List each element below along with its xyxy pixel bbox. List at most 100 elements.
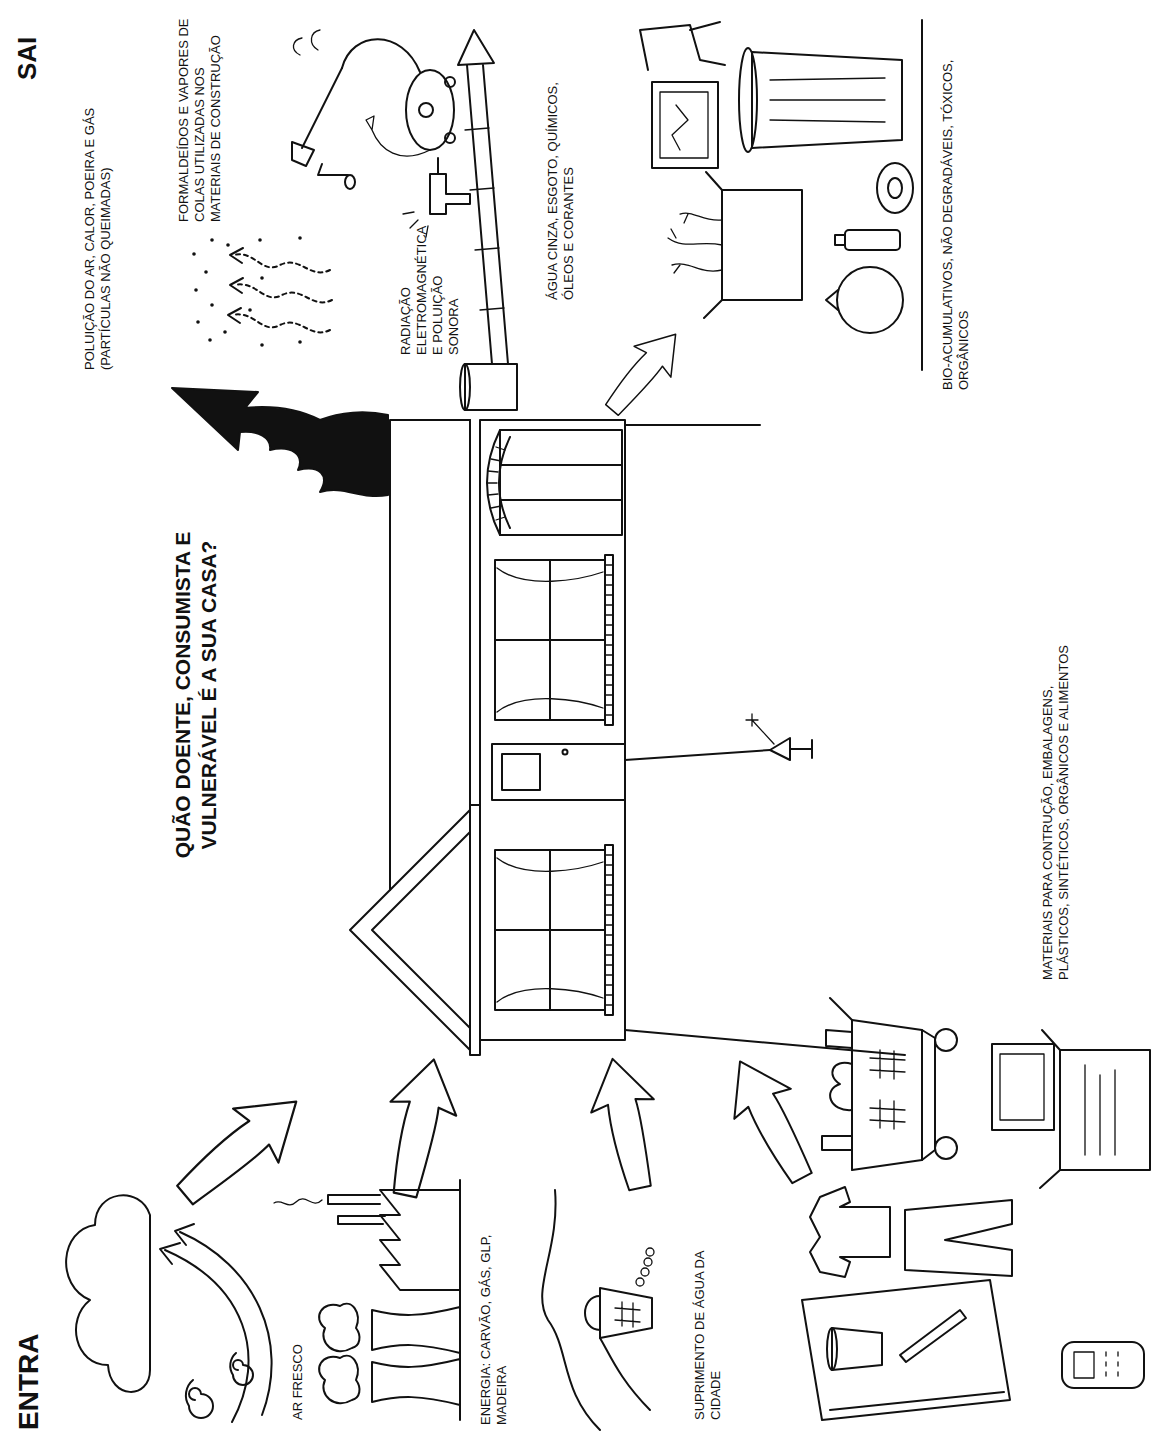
house bbox=[390, 420, 470, 890]
vapor-dots bbox=[194, 288, 198, 292]
output-label: FORMALDEÍDOS E VAPORES DE COLAS UTILIZAD… bbox=[176, 7, 224, 222]
household-appliances bbox=[419, 103, 433, 117]
household-appliances bbox=[342, 39, 420, 72]
shopping-cart bbox=[922, 1030, 935, 1160]
wind-swirls bbox=[160, 1224, 272, 1422]
output-label: ÁGUA CINZA, ESGOTO, QUÍMICOS, ÓLEOS E CO… bbox=[545, 40, 577, 300]
shopping-cart bbox=[830, 998, 852, 1020]
vapor-dots bbox=[208, 338, 212, 342]
shopping-cart bbox=[822, 998, 957, 1170]
wind-swirls bbox=[160, 1243, 180, 1264]
sewage-pipe bbox=[460, 364, 470, 410]
vapor-dots bbox=[260, 343, 264, 347]
computer-box bbox=[992, 1030, 1150, 1188]
sewage-pipe bbox=[465, 128, 504, 310]
output-label: RADIAÇÃO ELETROMAGNÉTICA E POLUIÇÃO SONO… bbox=[398, 220, 461, 355]
house bbox=[605, 565, 613, 715]
water-supply bbox=[644, 1258, 652, 1266]
household-appliances bbox=[318, 164, 348, 175]
household-appliances bbox=[437, 158, 439, 174]
building-materials bbox=[832, 1328, 882, 1370]
shopping-cart bbox=[852, 1020, 922, 1170]
household-appliances bbox=[366, 116, 430, 156]
house bbox=[480, 420, 625, 1040]
water-supply bbox=[641, 1268, 649, 1276]
shopping-cart bbox=[935, 1029, 957, 1051]
vapor-dots bbox=[226, 243, 230, 247]
waste-pile bbox=[888, 178, 902, 198]
building-materials bbox=[802, 1187, 1144, 1420]
garden bbox=[770, 738, 790, 760]
vapor-dots bbox=[210, 303, 214, 307]
building-materials bbox=[900, 1310, 966, 1362]
waste-pile bbox=[671, 214, 688, 273]
house bbox=[469, 420, 471, 805]
house bbox=[350, 420, 625, 1055]
waste-pile bbox=[835, 235, 845, 245]
output-arrow bbox=[594, 319, 694, 426]
vapor-dots bbox=[204, 270, 208, 274]
building-materials bbox=[905, 1200, 1012, 1276]
shopping-cart bbox=[870, 1100, 905, 1129]
input-label: SUPRIMENTO DE ÁGUA DA CIDADE bbox=[692, 1230, 724, 1420]
waste-pile bbox=[652, 82, 718, 168]
household-appliances bbox=[302, 68, 342, 148]
smoke-plume bbox=[172, 388, 388, 496]
household-appliances bbox=[293, 30, 320, 55]
house bbox=[605, 555, 613, 725]
sewage-pipe bbox=[467, 65, 492, 364]
sewage-pipe bbox=[458, 30, 517, 410]
house bbox=[499, 437, 510, 528]
energy-plant bbox=[372, 1359, 460, 1405]
vapor-dots bbox=[234, 254, 330, 272]
house bbox=[487, 447, 505, 520]
vapor-dots bbox=[260, 276, 264, 280]
energy-plant bbox=[338, 1216, 385, 1224]
output-label: BIO-ACUMULATIVOS, NÃO DEGRADÁVEIS, TÓXIC… bbox=[940, 40, 972, 390]
sewage-pipe bbox=[465, 364, 517, 410]
wind-swirls bbox=[180, 1232, 272, 1415]
house bbox=[497, 568, 603, 712]
garden bbox=[625, 1030, 905, 1055]
house bbox=[497, 858, 603, 1002]
building-materials bbox=[827, 1328, 837, 1370]
waste-pile bbox=[770, 78, 885, 122]
water-supply bbox=[542, 1190, 600, 1430]
waste-pile bbox=[739, 48, 757, 152]
house bbox=[605, 845, 613, 1015]
vapor-dots bbox=[223, 330, 227, 334]
vapor-dots bbox=[298, 236, 302, 240]
waste-pile bbox=[845, 230, 900, 250]
house bbox=[502, 754, 540, 790]
shopping-cart bbox=[826, 1030, 852, 1048]
waste-pile bbox=[640, 22, 725, 70]
input-label: ENERGIA: CARVÃO, GÁS, GLP, MADEIRA bbox=[478, 1220, 510, 1425]
vapor-dots bbox=[258, 238, 262, 242]
garden bbox=[625, 424, 760, 426]
energy-plant bbox=[274, 1180, 460, 1420]
house bbox=[372, 832, 470, 1028]
waste-pile bbox=[672, 105, 688, 150]
shopping-cart bbox=[822, 1136, 852, 1150]
garden bbox=[790, 740, 812, 758]
computer-box bbox=[1000, 1054, 1044, 1120]
house bbox=[605, 855, 613, 1005]
energy-plant bbox=[319, 1356, 359, 1403]
energy-plant bbox=[328, 1195, 380, 1204]
section-heading: ENTRA bbox=[12, 1270, 46, 1430]
waste-pile bbox=[722, 190, 802, 300]
building-materials bbox=[1106, 1352, 1118, 1376]
house bbox=[495, 560, 605, 720]
water-supply bbox=[542, 1190, 654, 1430]
building-materials bbox=[810, 1187, 890, 1277]
energy-plant bbox=[380, 1190, 460, 1290]
waste-pile bbox=[837, 267, 903, 333]
vapor-dots bbox=[192, 236, 332, 347]
house bbox=[495, 560, 605, 720]
water-supply bbox=[646, 1248, 654, 1256]
building-materials bbox=[802, 1280, 1010, 1420]
household-appliances bbox=[445, 133, 455, 143]
building-materials bbox=[1074, 1352, 1094, 1378]
sewage-pipe bbox=[483, 65, 508, 364]
